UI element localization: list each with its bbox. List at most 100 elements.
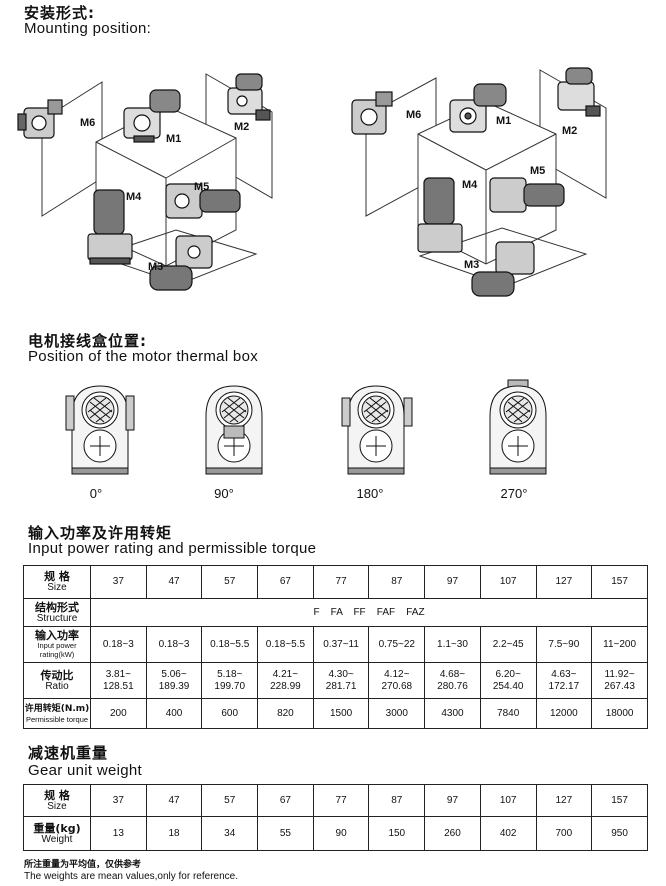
gear-weight-table: 规 格 Size 37 47 57 67 77 87 97 107 127 15… [23, 784, 648, 851]
ratio-min: 6.20~ [495, 668, 521, 680]
ratio-min: 4.21~ [272, 668, 299, 680]
torque-cell: 7840 [479, 698, 537, 729]
label-m3-right: M3 [464, 259, 479, 271]
ratio-row: 传动比 Ratio 3.81~128.51 5.06~189.39 5.18~1… [23, 662, 648, 699]
ratio-cell: 11.92~267.43 [591, 662, 648, 699]
input-power-cell: 7.5~90 [535, 626, 593, 663]
ratio-max: 172.17 [548, 680, 580, 692]
torque-cell: 12000 [535, 698, 593, 729]
size-header: 规 格 Size [23, 565, 91, 599]
ratio-cell: 4.12~270.68 [368, 662, 426, 699]
torque-row: 许用转矩(N.m) Permissible torque 200 400 600… [23, 698, 648, 729]
weight-cell: 55 [257, 816, 314, 851]
weight-size-header-en: Size [47, 800, 67, 812]
torque-cell: 18000 [591, 698, 648, 729]
size-cell: 97 [424, 565, 481, 599]
torque-cell: 600 [201, 698, 259, 729]
label-m1-right: M1 [496, 115, 511, 127]
ratio-max: 281.71 [325, 680, 357, 692]
input-power-cell: 0.18~3 [90, 626, 147, 663]
torque-cell: 400 [145, 698, 203, 729]
thermal-title-en: Position of the motor thermal box [28, 348, 259, 365]
weight-title-en: Gear unit weight [28, 762, 143, 779]
ratio-max: 199.70 [214, 680, 246, 692]
ratio-cell: 3.81~128.51 [90, 662, 147, 699]
structure-row: 结构形式 Structure F FA FF FAF FAZ [23, 598, 648, 627]
size-cell: 107 [479, 565, 537, 599]
torque-cell: 820 [257, 698, 314, 729]
thermal-box-0deg [62, 382, 140, 478]
weight-cell: 90 [312, 816, 370, 851]
label-m1: M1 [166, 133, 181, 145]
size-cell: 127 [535, 565, 593, 599]
input-power-cell: 0.75~22 [368, 626, 426, 663]
weight-size-cell: 37 [90, 784, 147, 817]
ratio-min: 3.81~ [105, 668, 131, 680]
weight-cell: 18 [145, 816, 203, 851]
weight-size-cell: 157 [591, 784, 648, 817]
weight-cell: 150 [368, 816, 426, 851]
weight-size-cell: 87 [368, 784, 426, 817]
ratio-max: 270.68 [381, 680, 413, 692]
ratio-cell: 5.18~199.70 [201, 662, 259, 699]
size-header-cn: 规 格 [44, 570, 70, 583]
size-cell: 57 [201, 565, 259, 599]
power-title-en: Input power rating and permissible torqu… [28, 540, 317, 557]
ratio-max: 189.39 [158, 680, 190, 692]
input-power-cell: 2.2~45 [479, 626, 537, 663]
thermal-title-cn: 电机接线盒位置: [28, 332, 147, 350]
size-header-en: Size [47, 582, 67, 593]
torque-cell: 1500 [312, 698, 370, 729]
input-power-cell: 0.18~5.5 [201, 626, 259, 663]
ratio-min: 5.06~ [161, 668, 187, 680]
ratio-header-cn: 传动比 [40, 668, 74, 682]
weight-header-cn: 重量(kg) [33, 821, 81, 835]
size-cell: 47 [145, 565, 203, 599]
weight-size-header-cn: 规 格 [44, 788, 70, 802]
label-m5: M5 [194, 181, 209, 193]
weight-size-cell: 47 [145, 784, 203, 817]
weight-cell: 260 [424, 816, 481, 851]
size-cell: 77 [312, 565, 370, 599]
power-title-cn: 输入功率及许用转矩 [28, 524, 173, 542]
ratio-min: 4.12~ [384, 668, 410, 680]
ratio-header-en: Ratio [45, 680, 69, 692]
weight-size-cell: 97 [424, 784, 481, 817]
ratio-max: 280.76 [437, 680, 468, 692]
label-m4: M4 [126, 191, 142, 203]
ratio-cell: 6.20~254.40 [479, 662, 537, 699]
size-cell: 67 [257, 565, 314, 599]
weight-row: 重量(kg) Weight 13 18 34 55 90 150 260 402… [23, 816, 648, 851]
ratio-min: 4.68~ [439, 668, 466, 680]
input-power-header: 输入功率 Input power rating(kW) [23, 626, 91, 663]
ratio-max: 128.51 [103, 680, 134, 692]
size-cell: 37 [90, 565, 147, 599]
input-power-cell: 0.18~5.5 [257, 626, 314, 663]
angle-270: 270° [500, 486, 528, 501]
input-power-cell: 0.37~11 [312, 626, 370, 663]
ratio-cell: 4.63~172.17 [535, 662, 593, 699]
label-m2: M2 [234, 121, 249, 133]
torque-header: 许用转矩(N.m) Permissible torque [23, 698, 91, 729]
ratio-cell: 4.21~228.99 [257, 662, 314, 699]
ratio-min: 4.63~ [551, 668, 577, 680]
torque-header-en: Permissible torque [25, 714, 89, 724]
weight-cell: 950 [591, 816, 648, 851]
ratio-header: 传动比 Ratio [23, 662, 91, 699]
mounting-title-cn: 安装形式: [24, 4, 95, 22]
label-m3: M3 [148, 261, 163, 273]
power-torque-table: 规 格 Size 37 47 57 67 77 87 97 107 127 15… [23, 565, 648, 729]
size-cell: 157 [591, 565, 648, 599]
thermal-box-90deg [196, 382, 274, 478]
label-m5-right: M5 [530, 165, 545, 177]
input-power-header-en: Input power rating(kW) [37, 641, 77, 659]
structure-header-en: Structure [36, 612, 78, 624]
ratio-max: 254.40 [492, 680, 524, 692]
thermal-box-270deg [480, 378, 558, 478]
weight-size-cell: 107 [479, 784, 537, 817]
torque-cell: 3000 [368, 698, 426, 729]
ratio-cell: 4.68~280.76 [424, 662, 481, 699]
weight-size-header: 规 格 Size [23, 784, 91, 817]
ratio-min: 11.92~ [604, 668, 635, 680]
input-power-row: 输入功率 Input power rating(kW) 0.18~3 0.18~… [23, 626, 648, 663]
